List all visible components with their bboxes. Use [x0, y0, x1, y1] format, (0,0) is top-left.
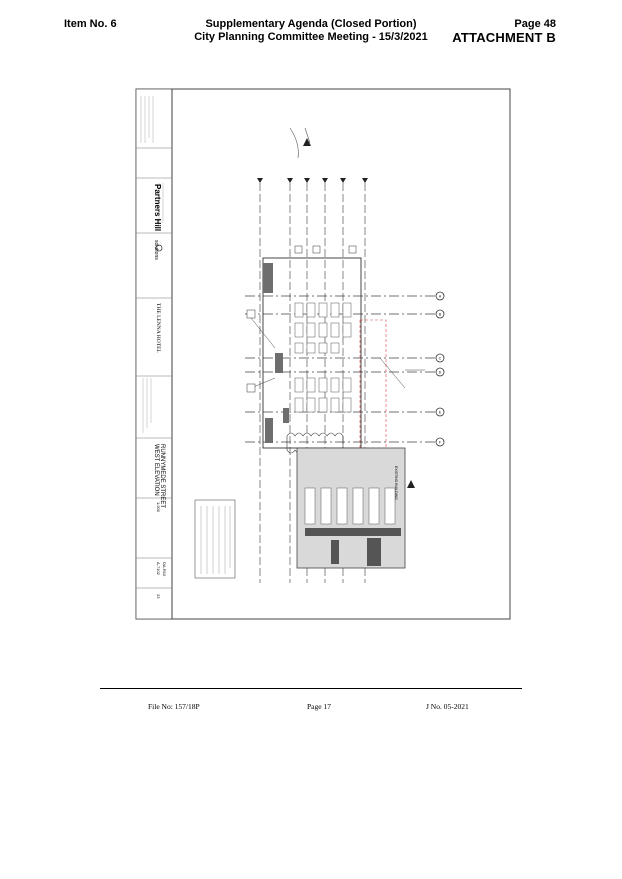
existing-building-label: EXISTING BUILDING	[394, 466, 398, 500]
grid-marker: D	[439, 371, 442, 375]
journal-number: J No. 05-2021	[426, 702, 469, 711]
grid-marker: B	[439, 313, 442, 317]
agenda-title-line1: Supplementary Agenda (Closed Portion)	[205, 18, 417, 30]
sheet-title-line1: WEST ELEVATION	[153, 444, 159, 496]
footer-divider	[100, 688, 522, 689]
agenda-title-line2: City Planning Committee Meeting - 15/3/2…	[194, 31, 428, 43]
sheet-number: 23	[156, 594, 161, 599]
page-number: Page 48	[514, 18, 556, 30]
attachment-label: ATTACHMENT B	[452, 30, 556, 45]
grid-marker: C	[439, 357, 442, 361]
page-header-right: Page 48 ATTACHMENT B	[452, 18, 556, 45]
footer-page-number: Page 17	[307, 702, 331, 711]
elevation-drawing-svg: Partners Hill solutions THE LENNA HOTEL …	[135, 88, 511, 620]
sheet-title-line2: RUNNYMEDE STREET	[159, 444, 165, 508]
item-number: Item No. 6	[64, 18, 117, 30]
client-logo-icon	[155, 244, 163, 252]
revision-code: DA-R10	[162, 562, 167, 577]
grid-marker: E	[439, 411, 442, 415]
client-logo-text: solutions	[153, 240, 159, 260]
grid-marker-labels: A B C D E F	[439, 295, 442, 445]
project-name: THE LENNA HOTEL	[155, 303, 161, 353]
grid-marker: A	[439, 295, 442, 299]
title-block	[135, 88, 173, 620]
grid-marker: F	[439, 441, 441, 445]
agenda-title: Supplementary Agenda (Closed Portion) Ci…	[160, 18, 462, 44]
architectural-drawing: Partners Hill solutions THE LENNA HOTEL …	[135, 88, 511, 620]
scale-label: 1:200	[156, 502, 161, 513]
file-number: File No: 157/18P	[148, 702, 200, 711]
drawing-number: A-7102	[156, 562, 161, 576]
firm-name: Partners Hill	[153, 184, 162, 231]
